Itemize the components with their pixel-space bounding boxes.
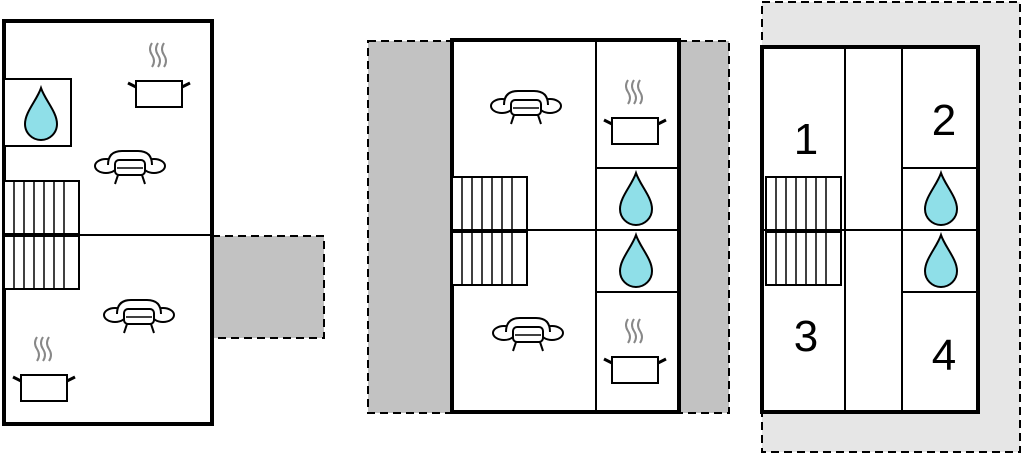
- floor-plan-1: [2, 19, 325, 426]
- floor-plan-2: [367, 38, 730, 414]
- stairs-icon: [764, 175, 843, 287]
- terrace-area: [211, 235, 325, 339]
- stairs-icon: [2, 179, 81, 291]
- room-number-2: 2: [932, 96, 956, 145]
- terrace-left: [367, 40, 453, 414]
- room-number-3: 3: [794, 312, 818, 361]
- terrace-right: [678, 40, 730, 414]
- room-number-1: 1: [794, 115, 818, 164]
- stairs-icon: [450, 175, 529, 287]
- room-number-4: 4: [932, 331, 956, 380]
- floor-plan-3: 1 2 3 4: [760, 1, 1021, 453]
